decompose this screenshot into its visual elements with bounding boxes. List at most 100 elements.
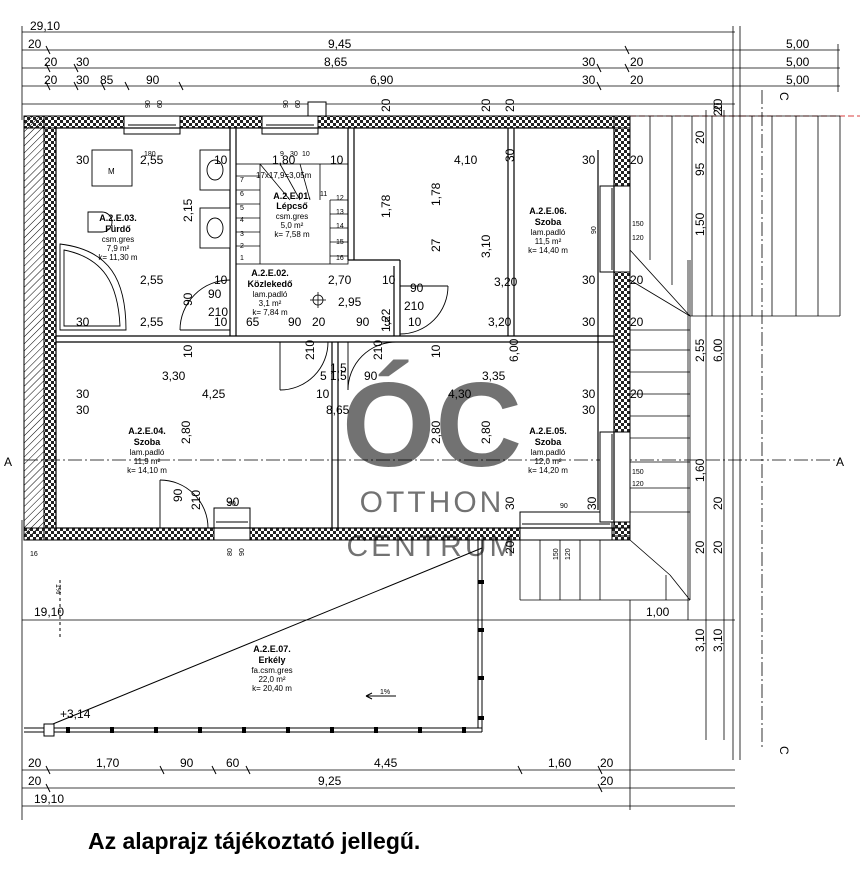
room-code: A.2.E.02. <box>251 268 289 278</box>
dim-label: 1,78 <box>429 182 443 206</box>
room-perimeter: k= 14,40 m <box>528 246 568 255</box>
small-label: 90 <box>591 226 598 234</box>
room-code: A.2.E.07. <box>253 644 291 654</box>
small-label: 90 <box>145 100 152 108</box>
dim-label: 30 <box>76 153 90 167</box>
dim-label: 90 <box>364 369 378 383</box>
dim-label: 30 <box>582 387 596 401</box>
small-label: 80 <box>227 548 234 556</box>
room-code: A.2.E.01. <box>273 191 311 201</box>
room-code: A.2.E.04. <box>128 426 166 436</box>
dim-label: 210 <box>404 299 424 313</box>
dim-label: 2,80 <box>179 420 193 444</box>
small-label: 15 <box>336 239 344 246</box>
disclaimer-caption: Az alaprajz tájékoztató jellegű. <box>88 828 421 854</box>
dim-label: 20 <box>630 387 644 401</box>
dim-label: 30 <box>503 496 517 510</box>
dim-label: 1,50 <box>693 212 707 236</box>
dim-label: 1,5 <box>330 361 347 375</box>
room-perimeter: k= 14,10 m <box>127 466 167 475</box>
dim-label: 20 <box>693 540 707 554</box>
room-perimeter: k= 7,84 m <box>252 308 288 317</box>
dim-label: 1,22 <box>379 308 393 332</box>
dimension-ticks-bottom <box>45 765 603 793</box>
small-label: 60 <box>157 100 164 108</box>
dimension-lines-bottom <box>21 520 735 820</box>
dim-label: 5,00 <box>786 37 810 51</box>
dim-label: 4,30 <box>448 387 472 401</box>
dim-label: 1,70 <box>96 756 120 770</box>
dim-label: 20 <box>630 273 644 287</box>
dim-label: 30 <box>582 73 596 87</box>
small-label: M <box>108 167 115 176</box>
watermark-line1: OTTHON <box>360 486 505 519</box>
dim-label: 2,15 <box>181 198 195 222</box>
dim-label: 90 <box>288 315 302 329</box>
small-label: 30 <box>290 151 298 158</box>
dim-label: 10 <box>316 387 330 401</box>
windows <box>123 101 631 541</box>
dim-label: 95 <box>693 162 707 176</box>
dim-label: 29,10 <box>30 19 60 33</box>
dim-label: 20 <box>28 774 42 788</box>
room-label-kozlekedo: A.2.E.02. Közlekedő lam.padló 3,1 m² k= … <box>247 268 293 317</box>
small-label: 180 <box>144 151 156 158</box>
dim-label: 2,55 <box>140 315 164 329</box>
dim-label: 5,00 <box>786 73 810 87</box>
small-label: 150 <box>632 221 644 228</box>
dim-label: 2,55 <box>140 153 164 167</box>
small-labels: 90 60 90 60 20 20 20 20 150 120 90 90 15… <box>4 92 844 755</box>
dim-label: 210 <box>208 305 228 319</box>
dim-label: 90 <box>356 315 370 329</box>
small-label: 120 <box>632 481 644 488</box>
small-label: 90 <box>283 100 290 108</box>
small-label: 90 <box>560 503 568 510</box>
dim-label: 6,00 <box>507 338 521 362</box>
balcony <box>24 540 483 737</box>
room-perimeter: k= 11,30 m <box>98 253 138 262</box>
dim-label: 4,45 <box>374 756 398 770</box>
dim-label: 4,10 <box>454 153 478 167</box>
room-area: 11,9 m² <box>134 457 161 466</box>
dim-label: 8,65 <box>324 55 348 69</box>
dim-label: 1,78 <box>379 194 393 218</box>
dim-label: 90 <box>226 495 240 509</box>
dim-label: 1,60 <box>548 756 572 770</box>
small-label: 16 <box>336 255 344 262</box>
section-marker: A <box>4 455 12 469</box>
dim-label: 20 <box>44 73 58 87</box>
dim-label: 4,25 <box>202 387 226 401</box>
room-area: 3,1 m² <box>259 299 282 308</box>
room-code: A.2.E.05. <box>529 426 567 436</box>
small-label: 9 <box>280 151 284 158</box>
doors <box>159 279 449 529</box>
room-label-szoba-04: A.2.E.04. Szoba lam.padló 11,9 m² k= 14,… <box>127 426 167 475</box>
room-floor: csm.gres <box>276 212 308 221</box>
room-label-erkely: A.2.E.07. Erkély fa.csm.gres 22,0 m² k= … <box>251 644 292 693</box>
dim-label: 9,45 <box>328 37 352 51</box>
small-label: 6 <box>240 191 244 198</box>
dim-label: 10 <box>429 344 443 358</box>
dim-label: 90 <box>171 488 185 502</box>
dim-label: 10 <box>181 344 195 358</box>
dim-label: 19,10 <box>34 792 64 806</box>
dim-label: 2,80 <box>429 420 443 444</box>
dim-label: 20 <box>630 55 644 69</box>
dim-label: 5 <box>320 369 327 383</box>
dim-label: 10 <box>214 153 228 167</box>
small-label: 150 <box>632 469 644 476</box>
roof-lines <box>519 115 841 601</box>
dim-label: 10 <box>214 315 228 329</box>
small-label: 20 <box>379 98 393 112</box>
room-name: Közlekedő <box>247 279 293 289</box>
dim-label: 210 <box>303 340 317 360</box>
dimension-labels-interior: 30 2,55 10 1,80 10 4,10 30 30 20 2,15 1,… <box>60 148 644 721</box>
dim-label: 90 <box>181 292 195 306</box>
dim-label: 60 <box>226 756 240 770</box>
dim-label: 30 <box>585 496 599 510</box>
dim-label: 30 <box>76 315 90 329</box>
room-area: 5,0 m² <box>281 221 304 230</box>
dim-label: 90 <box>180 756 194 770</box>
dim-label: 6,90 <box>370 73 394 87</box>
section-marker: C <box>777 92 791 101</box>
